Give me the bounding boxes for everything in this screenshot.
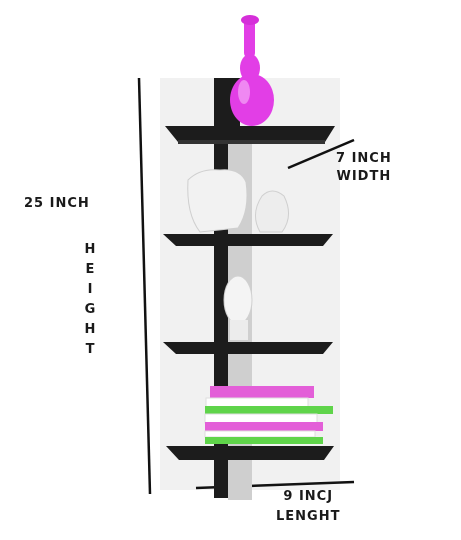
- height-letter: H: [84, 322, 96, 337]
- length-value: 9 INCJ: [283, 489, 334, 504]
- height-letter: I: [87, 282, 93, 297]
- pink-vase: [230, 15, 274, 126]
- book-stack: [204, 386, 333, 444]
- height-letter: T: [85, 342, 95, 357]
- shelf-4: [166, 446, 334, 460]
- shelf-3: [163, 342, 333, 354]
- length-label: 9 INCJ LENGHT: [276, 487, 340, 527]
- height-letter: E: [85, 262, 95, 277]
- white-figurine-middle: [223, 275, 253, 340]
- height-letter: G: [84, 302, 96, 317]
- shelf-2: [163, 234, 333, 246]
- shelf-1: [165, 126, 335, 142]
- height-value-label: 25 INCH: [24, 196, 90, 211]
- width-dimension-line: [287, 138, 355, 170]
- height-letter: H: [84, 242, 96, 257]
- height-dimension-line: [137, 77, 152, 495]
- width-word: WIDTH: [336, 169, 392, 184]
- width-label: 7 INCH WIDTH: [336, 150, 392, 186]
- height-word-label: H E I G H T: [82, 240, 98, 360]
- length-word: LENGHT: [276, 509, 341, 524]
- width-value: 7 INCH: [336, 151, 392, 166]
- white-figurines: [187, 169, 289, 233]
